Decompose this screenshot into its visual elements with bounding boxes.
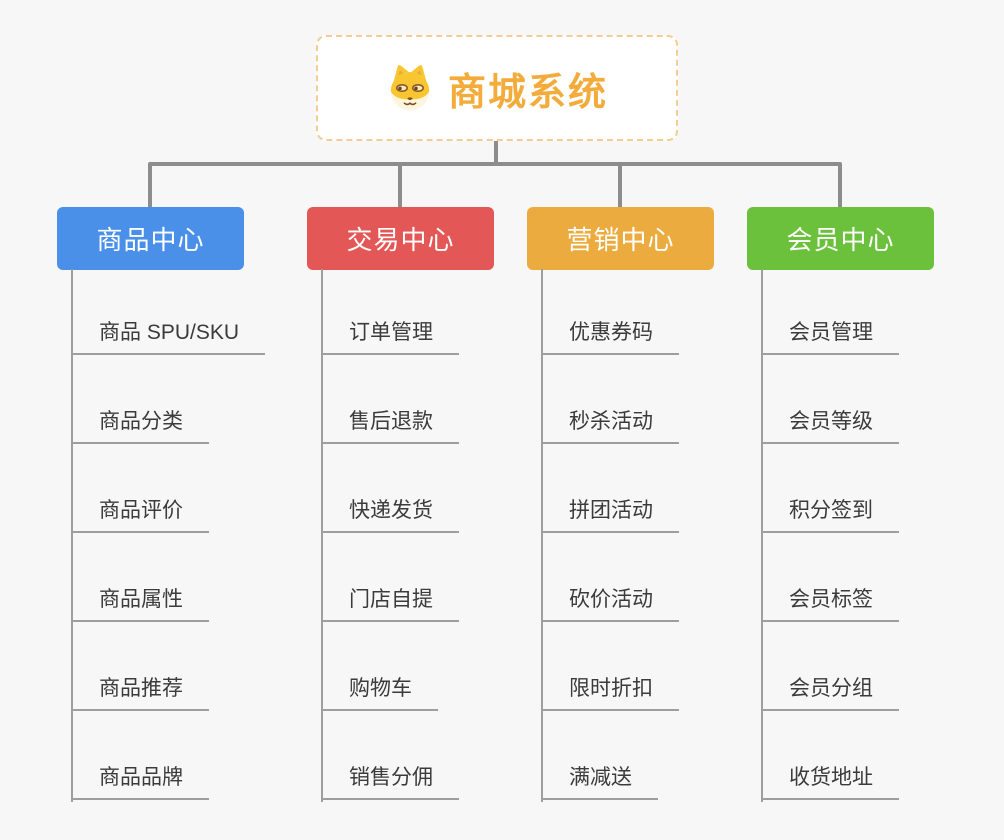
subtopic-node[interactable]: 会员标签 (761, 587, 899, 622)
branch-node-member-center[interactable]: 会员中心 (747, 207, 934, 270)
subtopic-node[interactable]: 会员管理 (761, 320, 899, 355)
branch-items-trade-center: 订单管理 售后退款 快递发货 门店自提 购物车 销售分佣 (321, 320, 459, 800)
branch-items-member-center: 会员管理 会员等级 积分签到 会员标签 会员分组 收货地址 (761, 320, 899, 800)
subtopic-node[interactable]: 会员分组 (761, 676, 899, 711)
subtopic-node[interactable]: 收货地址 (761, 765, 899, 800)
branch-label: 交易中心 (346, 225, 455, 255)
subtopic-node[interactable]: 售后退款 (321, 409, 459, 444)
subtopic-node[interactable]: 砍价活动 (541, 587, 679, 622)
branch-node-marketing-center[interactable]: 营销中心 (527, 207, 714, 270)
subtopic-node[interactable]: 商品属性 (71, 587, 209, 622)
subtopic-node[interactable]: 积分签到 (761, 498, 899, 533)
subtopic-node[interactable]: 秒杀活动 (541, 409, 679, 444)
branch-items-marketing-center: 优惠券码 秒杀活动 拼团活动 砍价活动 限时折扣 满减送 (541, 320, 679, 800)
branch-spine (321, 269, 323, 802)
root-node[interactable]: 商城系统 (316, 35, 678, 141)
root-title: 商城系统 (447, 71, 608, 114)
branch-items-product-center: 商品 SPU/SKU 商品分类 商品评价 商品属性 商品推荐 商品品牌 (71, 320, 266, 800)
subtopic-node[interactable]: 会员等级 (761, 409, 899, 444)
branch-spine (541, 269, 543, 802)
branch-node-trade-center[interactable]: 交易中心 (307, 207, 494, 270)
subtopic-node[interactable]: 销售分佣 (321, 765, 459, 800)
branch-label: 商品中心 (96, 225, 205, 255)
subtopic-node[interactable]: 快递发货 (321, 498, 459, 533)
subtopic-node[interactable]: 商品评价 (71, 498, 209, 533)
subtopic-node[interactable]: 订单管理 (321, 320, 459, 355)
subtopic-node[interactable]: 商品分类 (71, 409, 209, 444)
subtopic-node[interactable]: 限时折扣 (541, 676, 679, 711)
subtopic-node[interactable]: 商品推荐 (71, 676, 209, 711)
branch-label: 营销中心 (566, 225, 675, 255)
branch-spine (71, 269, 73, 802)
subtopic-node[interactable]: 拼团活动 (541, 498, 679, 533)
subtopic-node[interactable]: 满减送 (541, 765, 658, 800)
subtopic-node[interactable]: 优惠券码 (541, 320, 679, 355)
subtopic-node[interactable]: 购物车 (321, 676, 438, 711)
branch-node-product-center[interactable]: 商品中心 (57, 207, 244, 270)
branch-label: 会员中心 (786, 225, 895, 255)
branch-spine (761, 269, 763, 802)
dog-face-icon (390, 65, 430, 111)
subtopic-node[interactable]: 商品品牌 (71, 765, 209, 800)
subtopic-node[interactable]: 门店自提 (321, 587, 459, 622)
subtopic-node[interactable]: 商品 SPU/SKU (71, 320, 266, 355)
